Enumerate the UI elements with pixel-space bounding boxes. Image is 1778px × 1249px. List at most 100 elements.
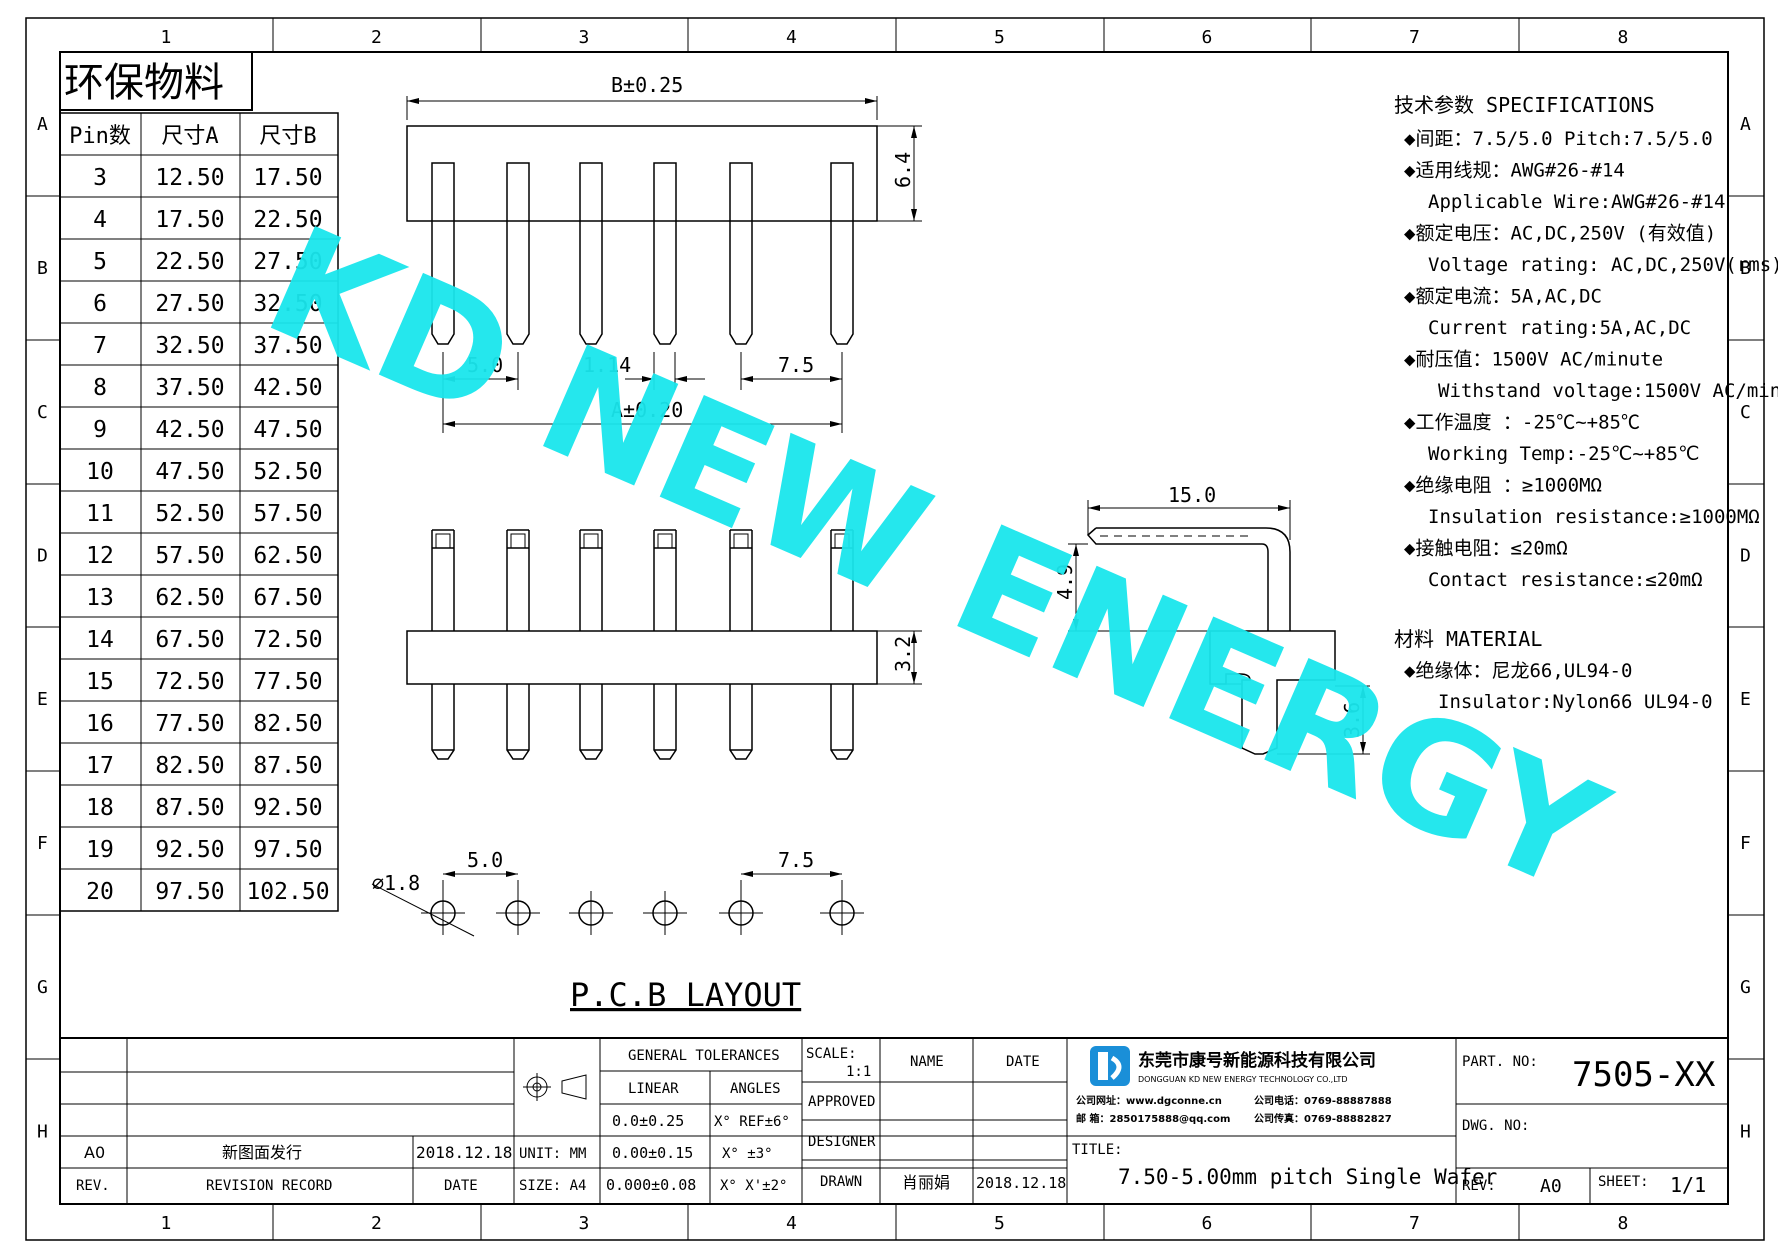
size-table-cell: 62.50 xyxy=(155,585,224,611)
material-heading: 材料 MATERIAL xyxy=(1394,627,1542,651)
zone-row-right: F xyxy=(1740,833,1751,854)
spec-line: Withstand voltage:1500V AC/minute xyxy=(1438,380,1778,402)
pcb-pitch-left: 5.0 xyxy=(467,848,503,872)
pin-tail xyxy=(506,684,530,760)
date-label: DATE xyxy=(444,1178,478,1194)
specifications: 技术参数 SPECIFICATIONS◆间距：7.5/5.0 Pitch:7.5… xyxy=(1394,93,1778,713)
size-table-cell: 67.50 xyxy=(253,585,322,611)
company-website: 公司网址：www.dgconne.cn xyxy=(1076,1094,1222,1107)
size-table-cell: 27.50 xyxy=(155,291,224,317)
zone-col-top: 8 xyxy=(1618,27,1629,48)
spec-line: ◆耐压值：1500V AC/minute xyxy=(1404,349,1663,371)
zone-row-left: A xyxy=(37,114,48,135)
size-table-cell: 87.50 xyxy=(253,753,322,779)
size-table-cell: 57.50 xyxy=(253,501,322,527)
pin-top-end xyxy=(506,529,530,631)
zone-row-right: B xyxy=(1740,258,1751,279)
top-housing xyxy=(406,125,878,222)
size-table-cell: 32.50 xyxy=(253,291,322,317)
size-table-cell: 77.50 xyxy=(253,669,322,695)
size-table-cell: 97.50 xyxy=(253,837,322,863)
zone-col-top: 2 xyxy=(371,27,382,48)
size-table-cell: 12 xyxy=(86,543,114,569)
zone-col-top: 3 xyxy=(579,27,590,48)
zone-row-right: A xyxy=(1740,114,1751,135)
dim-side-length: 15.0 xyxy=(1168,483,1216,507)
company-logo-icon xyxy=(1090,1046,1130,1086)
drawn-date: 2018.12.18 xyxy=(976,1174,1066,1192)
size-table-cell: 92.50 xyxy=(253,795,322,821)
size-table-cell: 18 xyxy=(86,795,114,821)
zone-col-top: 6 xyxy=(1202,27,1213,48)
specs-heading: 技术参数 SPECIFICATIONS xyxy=(1394,93,1655,117)
zone-row-left: H xyxy=(37,1122,48,1143)
size-table-cell: 97.50 xyxy=(155,879,224,905)
dim-a-label: A±0.20 xyxy=(611,398,683,422)
spec-line: Voltage rating: AC,DC,250V(rms) xyxy=(1428,254,1778,276)
size-table-cell: 62.50 xyxy=(253,543,322,569)
zone-col-bottom: 4 xyxy=(786,1213,797,1234)
rev-description: 新图面发行 xyxy=(222,1143,302,1162)
title-block: A0 新图面发行 2018.12.18 REV. REVISION RECORD… xyxy=(59,1037,1729,1205)
drawn-label: DRAWN xyxy=(820,1174,862,1190)
pin-tail xyxy=(431,684,455,760)
revision-record-label: REVISION RECORD xyxy=(206,1178,332,1194)
size-table-cell: 82.50 xyxy=(155,753,224,779)
sheet-label: SHEET: xyxy=(1598,1174,1649,1190)
company-name-cn: 东莞市康号新能源科技有限公司 xyxy=(1138,1050,1376,1071)
projection-symbol-icon xyxy=(523,1073,587,1101)
front-view: B±0.25 6.4 5.0 1.14 7.5 A±0.20 xyxy=(406,73,922,433)
size-table-cell: 17.50 xyxy=(155,207,224,233)
size-table-cell: 37.50 xyxy=(155,375,224,401)
size-table-cell: 92.50 xyxy=(155,837,224,863)
size-table-cell: 42.50 xyxy=(155,417,224,443)
size-table-cell: 67.50 xyxy=(155,627,224,653)
unit-label: UNIT: MM xyxy=(519,1146,586,1162)
size-table-cell: 13 xyxy=(86,585,114,611)
size-table-cell: 87.50 xyxy=(155,795,224,821)
spec-line: Current rating:5A,AC,DC xyxy=(1428,317,1691,339)
scale-value: 1:1 xyxy=(846,1064,871,1080)
zone-col-bottom: 5 xyxy=(994,1213,1005,1234)
pin-top-end xyxy=(431,529,455,631)
zone-col-bottom: 8 xyxy=(1618,1213,1629,1234)
angles-label: ANGLES xyxy=(730,1081,781,1097)
size-table-cell: 52.50 xyxy=(253,459,322,485)
tol-angle-2: X° ±3° xyxy=(722,1146,773,1162)
zone-row-right: G xyxy=(1740,977,1751,998)
pin xyxy=(431,162,455,345)
company-email: 邮 箱：2850175888@qq.com xyxy=(1076,1112,1230,1125)
dim-pin-width: 1.14 xyxy=(583,353,631,377)
material-line: Insulator:Nylon66 UL94-0 xyxy=(1438,691,1713,713)
outer-frame xyxy=(25,17,1765,1241)
hole-diameter: ⌀1.8 xyxy=(372,871,420,895)
size-table-cell: 102.50 xyxy=(246,879,329,905)
company-name-en: DONGGUAN KD NEW ENERGY TECHNOLOGY CO.,LT… xyxy=(1138,1075,1348,1084)
size-table-cell: 42.50 xyxy=(253,375,322,401)
pin-tail xyxy=(729,684,753,760)
pcb-layout-label: P.C.B LAYOUT xyxy=(570,976,801,1014)
size-table-cell: 72.50 xyxy=(253,627,322,653)
side-pin xyxy=(1086,527,1291,631)
sheet-value: 1/1 xyxy=(1670,1173,1706,1197)
size-table-header: Pin数 xyxy=(69,124,131,149)
size-table-cell: 4 xyxy=(93,207,107,233)
spec-line: Applicable Wire:AWG#26-#14 xyxy=(1428,191,1725,213)
company-phone: 公司电话：0769-88887888 xyxy=(1254,1094,1392,1107)
dim-b-label: B±0.25 xyxy=(611,73,683,97)
spec-line: ◆适用线规：AWG#26-#14 xyxy=(1404,160,1625,182)
zone-col-top: 1 xyxy=(161,27,172,48)
size-table-cell: 14 xyxy=(86,627,114,653)
size-table-cell: 16 xyxy=(86,711,114,737)
linear-label: LINEAR xyxy=(628,1081,679,1097)
size-label: SIZE: A4 xyxy=(519,1178,586,1194)
zone-row-left: B xyxy=(37,258,48,279)
dim-side-height: 4.9 xyxy=(1053,564,1077,600)
zone-col-bottom: 2 xyxy=(371,1213,382,1234)
tol-angle-1: X° REF±6° xyxy=(714,1114,790,1130)
tol-linear-2: 0.00±0.15 xyxy=(612,1144,693,1162)
title-label: TITLE: xyxy=(1072,1142,1123,1158)
dim-pitch-left: 5.0 xyxy=(467,353,503,377)
eco-badge: 环保物料 xyxy=(64,60,224,106)
